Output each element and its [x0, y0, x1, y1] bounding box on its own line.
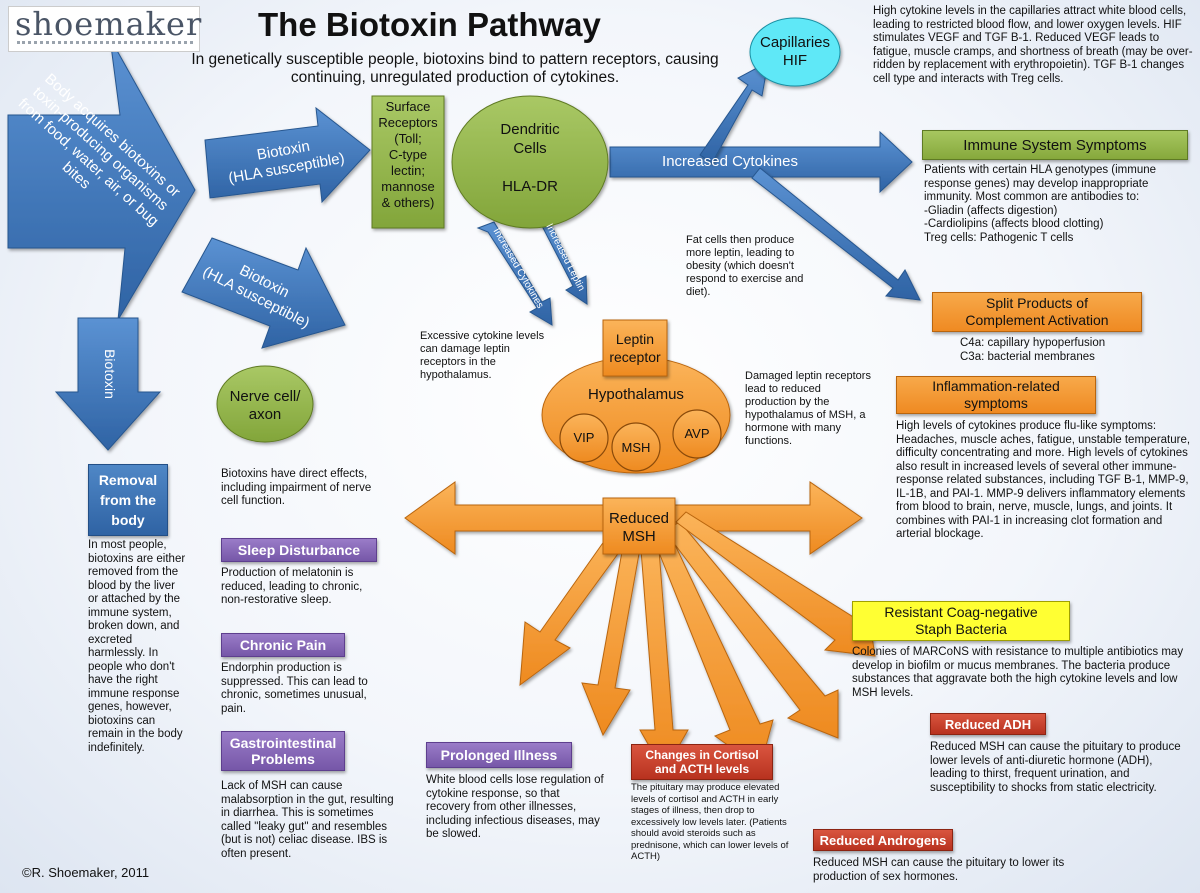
- arrow-to-split-products: [751, 167, 921, 301]
- hla-dr-label: HLA-DR: [502, 178, 558, 195]
- marcons-description: Colonies of MARCoNS with resistance to m…: [852, 646, 1184, 699]
- cortisol-description: The pituitary may produce elevated level…: [631, 782, 789, 862]
- page-title: The Biotoxin Pathway: [258, 6, 601, 43]
- biotoxins-direct-description: Biotoxins have direct effects, including…: [221, 468, 372, 507]
- surface-receptors-box: [371, 95, 445, 229]
- dendritic-cells-label: Dendritic Cells: [500, 121, 560, 157]
- logo: shoemaker: [8, 5, 203, 52]
- dendritic-cells-ellipse: [451, 95, 609, 229]
- sleep-disturbance-box: Sleep Disturbance: [221, 538, 377, 562]
- reduced-msh-label: Reduced MSH: [608, 510, 670, 545]
- fat-cells-description: Fat cells then produce more leptin, lead…: [686, 234, 804, 298]
- surface-receptors-label: Surface Receptors (Toll; C-type lectin; …: [378, 99, 438, 210]
- reduced-msh-box: [602, 497, 676, 555]
- reduced-msh-arrows: [404, 481, 876, 774]
- logo-tagline: [17, 41, 193, 47]
- leptin-receptor-box: [602, 319, 668, 377]
- increased-leptin-arrow: [528, 213, 588, 305]
- capillaries-ellipse: [749, 17, 841, 87]
- reduced-androgens-box: Reduced Androgens: [813, 829, 953, 851]
- biotoxin-down-label: Biotoxin: [102, 349, 118, 399]
- sleep-description: Production of melatonin is reduced, lead…: [221, 567, 363, 606]
- page-subtitle: In genetically susceptible people, bioto…: [191, 51, 719, 86]
- gastrointestinal-box: Gastrointestinal Problems: [221, 731, 345, 771]
- inflammation-description: High levels of cytokines produce flu-lik…: [896, 420, 1191, 540]
- capillaries-label: Capillaries HIF: [759, 34, 831, 69]
- avp-circle: [672, 409, 722, 459]
- gastrointestinal-description: Lack of MSH can cause malabsorption in t…: [221, 780, 394, 860]
- copyright: ©R. Shoemaker, 2011: [22, 865, 150, 880]
- prolonged-illness-description: White blood cells lose regulation of cyt…: [426, 774, 604, 840]
- arrow-to-capillaries: [699, 61, 769, 164]
- increased-cytokines-arrow: [609, 130, 913, 194]
- capillaries-description: High cytokine levels in the capillaries …: [873, 5, 1193, 85]
- vip-label: VIP: [573, 430, 595, 445]
- increased-cytokines-small-arrow: [476, 221, 553, 326]
- msh-circle: [611, 422, 661, 472]
- prolonged-illness-box: Prolonged Illness: [426, 742, 572, 768]
- nerve-cell-label: Nerve cell/ axon: [229, 388, 301, 423]
- reduced-adh-box: Reduced ADH: [930, 713, 1046, 735]
- split-products-box: Split Products of Complement Activation: [932, 292, 1142, 332]
- increased-cytokines-label: Increased Cytokines: [662, 153, 798, 170]
- body-acquires-arrow: [7, 37, 196, 321]
- nerve-cell-ellipse: [216, 365, 314, 443]
- excessive-cytokine-description: Excessive cytokine levels can damage lep…: [420, 330, 545, 381]
- reduced-adh-description: Reduced MSH can cause the pituitary to p…: [930, 741, 1181, 794]
- biotoxin-hla-arrow-1: [204, 106, 371, 204]
- immune-description: Patients with certain HLA genotypes (imm…: [924, 164, 1157, 244]
- biotoxin-hla-arrow-2: [181, 237, 346, 349]
- chronic-pain-description: Endorphin production is suppressed. This…: [221, 662, 368, 715]
- split-products-description: C4a: capillary hypoperfusion C3a: bacter…: [960, 337, 1106, 363]
- logo-text: shoemaker: [15, 5, 203, 43]
- cortisol-acth-box: Changes in Cortisol and ACTH levels: [631, 744, 773, 780]
- inflammation-box: Inflammation-related symptoms: [896, 376, 1096, 414]
- leptin-receptor-label: Leptin receptor: [609, 331, 661, 365]
- avp-label: AVP: [684, 426, 710, 441]
- hypothalamus-label: Hypothalamus: [588, 386, 684, 403]
- damaged-leptin-description: Damaged leptin receptors lead to reduced…: [745, 370, 871, 447]
- chronic-pain-box: Chronic Pain: [221, 633, 345, 657]
- vip-circle: [559, 413, 609, 463]
- reduced-androgens-description: Reduced MSH can cause the pituitary to l…: [813, 857, 1065, 883]
- removal-box: Removal from the body: [88, 464, 168, 536]
- immune-system-symptoms-box: Immune System Symptoms: [922, 130, 1188, 160]
- removal-description: In most people, biotoxins are either rem…: [88, 539, 186, 754]
- biotoxin-down-arrow: [54, 317, 162, 451]
- msh-label: MSH: [621, 440, 651, 455]
- staph-box: Resistant Coag-negative Staph Bacteria: [852, 601, 1070, 641]
